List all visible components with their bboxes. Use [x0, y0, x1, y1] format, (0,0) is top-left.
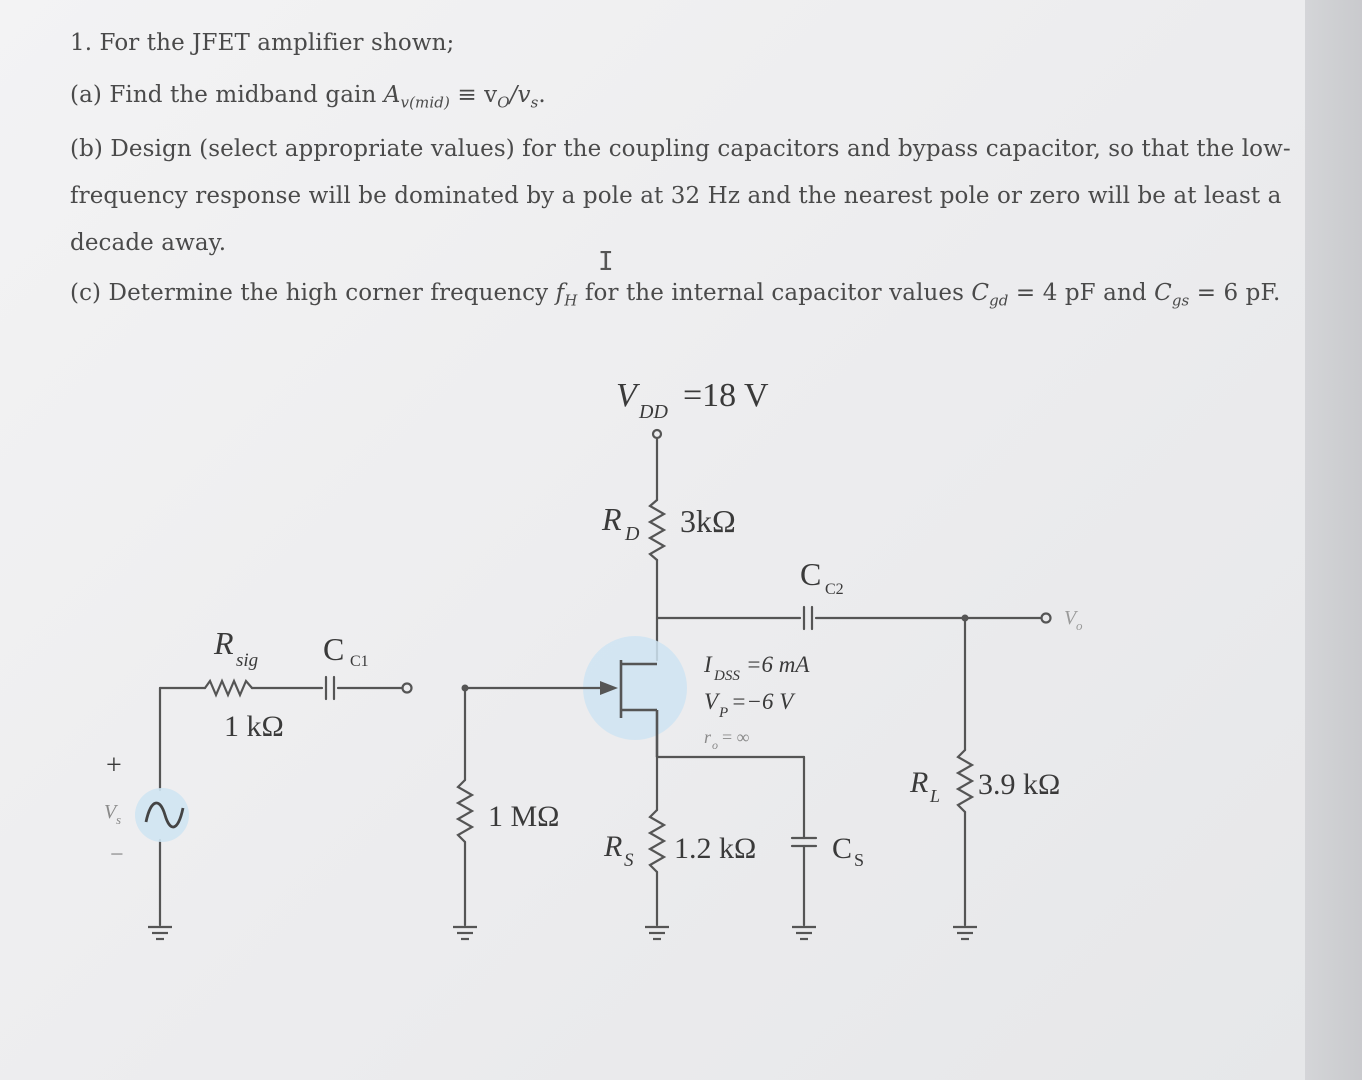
rs-sub: S [624, 850, 634, 871]
rs-resistor-icon [647, 808, 667, 874]
part-c-cgs-val: = 6 pF. [1189, 280, 1281, 306]
part-a-tail: . [538, 82, 546, 108]
cc1-sub: C1 [350, 653, 369, 670]
gate-junction [461, 684, 469, 692]
part-c-cgd-val: = 4 pF and [1008, 280, 1155, 306]
cs-sub: S [854, 850, 864, 870]
grounds [148, 925, 977, 941]
jfet-amplifier-circuit: V DD =18 V R D 3kΩ C C2 V o R sig 1 kΩ C… [104, 377, 1083, 941]
idss-sub: DSS [713, 668, 740, 684]
part-b-line2-text: frequency response will be dominated by … [70, 183, 1282, 209]
vdd-symbol: V [616, 377, 641, 414]
vdd-value: =18 V [683, 377, 769, 414]
rsig-value: 1 kΩ [224, 710, 284, 743]
part-a-symbol: A [383, 82, 401, 108]
part-a-text: (a) Find the midband gain [70, 82, 384, 108]
ground-icon [953, 925, 977, 941]
vdd-sub: DD [638, 401, 668, 423]
jfet-highlight [583, 636, 687, 740]
vo-terminal [1040, 612, 1052, 624]
rs-symbol: R [603, 830, 622, 863]
part-c-f: f [555, 280, 565, 306]
ground-icon [645, 925, 669, 941]
rd-sub: D [624, 523, 640, 545]
problem-title: 1. For the JFET amplifier shown; [70, 30, 454, 56]
gate-arrow-icon [600, 681, 618, 695]
vp-value: =−6 V [731, 689, 796, 714]
cc2-sub: C2 [825, 581, 844, 598]
ro-sub: o [712, 738, 718, 752]
problem-title-text: 1. For the JFET amplifier shown; [70, 30, 455, 56]
part-c-fsub: H [564, 291, 578, 310]
rg-resistor-icon [455, 778, 475, 844]
part-b-line3: decade away. [70, 230, 226, 256]
part-a-end: /v [509, 82, 531, 108]
part-c-mid: for the internal capacitor values [577, 280, 972, 306]
vs-sub: s [116, 812, 121, 827]
part-b-line1: (b) Design (select appropriate values) f… [70, 136, 1291, 162]
rs-value: 1.2 kΩ [674, 832, 756, 865]
rl-resistor-icon [955, 748, 975, 814]
part-a-sub2: O [497, 93, 510, 112]
ground-icon [148, 925, 172, 941]
rl-sub: L [929, 786, 940, 806]
idss-value: =6 mA [746, 652, 810, 677]
rd-resistor-icon [647, 498, 667, 562]
vo-symbol: V [1064, 607, 1079, 629]
rg-value: 1 MΩ [488, 800, 559, 833]
ground-icon [453, 925, 477, 941]
ro-symbol: r [704, 727, 712, 747]
minus-sign: − [110, 842, 124, 868]
page-edge [1305, 0, 1362, 1080]
ro-value: = ∞ [722, 727, 750, 747]
part-c-cgs-sub: gs [1171, 291, 1190, 310]
vp-symbol: V [704, 689, 721, 714]
rd-value: 3kΩ [680, 503, 736, 539]
rl-symbol: R [909, 766, 928, 799]
part-c-text: (c) Determine the high corner frequency [70, 280, 556, 306]
cs-symbol: C [832, 832, 852, 865]
part-a: (a) Find the midband gain Av(mid) ≡ vO/v… [70, 82, 546, 112]
cc2-symbol: C [800, 556, 821, 592]
rsig-resistor-icon [203, 678, 254, 698]
vo-sub: o [1076, 618, 1083, 633]
plus-sign: + [106, 750, 122, 781]
ground-icon [792, 925, 816, 941]
part-c-cgd: C [971, 280, 990, 306]
vs-symbol: V [104, 801, 119, 823]
cc1-terminal [401, 682, 413, 694]
part-b-line2: frequency response will be dominated by … [70, 183, 1281, 209]
vdd-terminal [651, 428, 663, 440]
rsig-sub: sig [236, 650, 258, 671]
text-cursor-icon: I [598, 247, 614, 277]
part-c-cgd-sub: gd [989, 291, 1009, 310]
vp-sub: P [718, 705, 728, 721]
rl-value: 3.9 kΩ [978, 768, 1060, 801]
idss-symbol: I [703, 652, 713, 677]
part-c: (c) Determine the high corner frequency … [70, 280, 1280, 310]
cc1-symbol: C [323, 631, 344, 667]
part-c-cgs: C [1154, 280, 1172, 306]
ac-source-icon [144, 801, 185, 829]
part-a-sub: v(mid) [400, 93, 450, 112]
part-b-line3-text: decade away. [70, 230, 227, 256]
rd-symbol: R [601, 501, 622, 537]
output-junction [961, 614, 969, 622]
part-b-line1-text: (b) Design (select appropriate values) f… [70, 136, 1291, 162]
part-a-eq: ≡ v [449, 82, 498, 108]
part-a-sub3: s [530, 93, 539, 112]
rsig-symbol: R [213, 625, 234, 661]
source-highlight [135, 788, 189, 842]
